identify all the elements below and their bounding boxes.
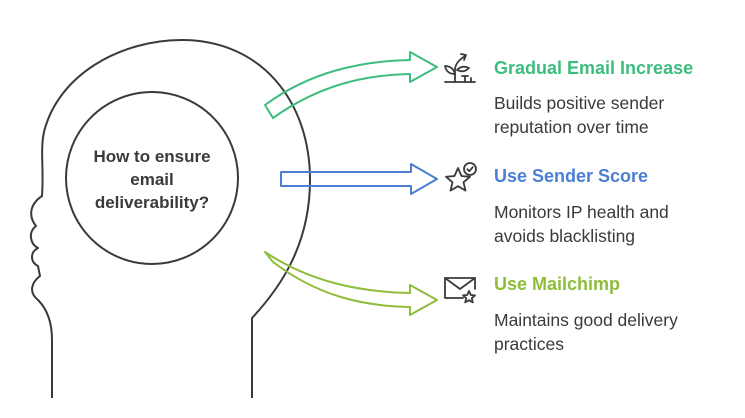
item-description: Maintains good delivery practices [494, 308, 734, 356]
desc-line: reputation over time [494, 117, 649, 137]
question-line: deliverability? [94, 193, 210, 212]
star-check-icon [445, 162, 477, 192]
question-line: email [130, 170, 174, 189]
item-title-gradual-email-increase: Gradual Email Increase [494, 58, 694, 78]
desc-line: Monitors IP health and [494, 202, 669, 222]
arrow-to-use-sender-score [280, 163, 438, 195]
desc-line: Maintains good delivery [494, 310, 678, 330]
arrow-to-gradual-email-increase [264, 51, 438, 119]
desc-line: practices [494, 334, 565, 354]
item-description: Builds positive sender reputation over t… [494, 91, 734, 139]
desc-line: Builds positive sender [494, 93, 665, 113]
envelope-star-icon [444, 277, 476, 304]
item-title-use-mailchimp: Use Mailchimp [494, 274, 621, 294]
item-title-use-sender-score: Use Sender Score [494, 166, 649, 186]
central-question: How to ensure email deliverability? [72, 145, 232, 214]
item-description: Monitors IP health and avoids blacklisti… [494, 200, 734, 248]
arrow-to-use-mailchimp [264, 251, 438, 316]
desc-line: avoids blacklisting [494, 226, 636, 246]
head-silhouette [30, 39, 311, 398]
question-circle [65, 91, 239, 265]
question-line: How to ensure [93, 147, 211, 166]
growth-plant-icon [444, 53, 476, 83]
